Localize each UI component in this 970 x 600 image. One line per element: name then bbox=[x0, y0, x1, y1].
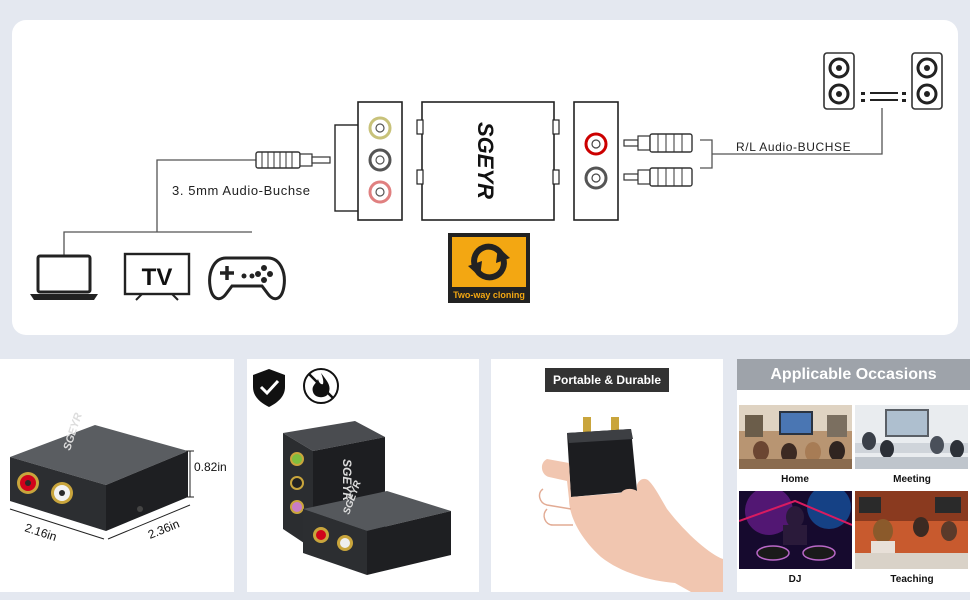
aux-plug bbox=[255, 151, 331, 169]
output-jack-plate bbox=[573, 101, 619, 221]
speaker-icon bbox=[823, 52, 943, 110]
occasions-panel: Applicable Occasions Home Meeting bbox=[737, 359, 970, 592]
shield-check-icon bbox=[253, 369, 285, 407]
tv-icon: TV bbox=[123, 252, 191, 301]
diagram-svg: 3. 5mm Audio-Buchse SGEYR bbox=[30, 52, 943, 303]
rca-plug-red bbox=[623, 133, 693, 153]
home-photo bbox=[739, 405, 852, 469]
occasion-label-meeting: Meeting bbox=[893, 474, 931, 485]
dj-photo bbox=[739, 491, 852, 569]
dimensions-panel: SGEYR 0.82in 2.16in 2.36in bbox=[0, 359, 234, 592]
two-way-cloning-badge: Two-way cloning bbox=[448, 233, 530, 303]
badge-label: Two-way cloning bbox=[453, 290, 525, 300]
width-dimension: 2.16in bbox=[23, 521, 58, 544]
output-label: R/L Audio-BUCHSE bbox=[736, 140, 851, 154]
portable-panel: Portable & Durable bbox=[491, 359, 723, 592]
sync-icon bbox=[468, 243, 510, 281]
rca-plug-white bbox=[623, 167, 693, 187]
protection-panel: SGEYR SGEYR bbox=[247, 359, 479, 592]
connection-diagram: 3. 5mm Audio-Buchse SGEYR bbox=[12, 20, 958, 335]
tv-text: TV bbox=[142, 264, 173, 291]
laptop-icon bbox=[30, 254, 98, 300]
wiring-lines bbox=[63, 108, 883, 256]
teaching-photo bbox=[855, 491, 968, 569]
converter-box: SGEYR bbox=[416, 101, 560, 221]
fire-icon bbox=[303, 368, 339, 404]
meeting-photo bbox=[855, 405, 968, 469]
protection-svg: SGEYR SGEYR bbox=[253, 368, 451, 575]
height-dimension: 0.82in bbox=[194, 460, 227, 474]
occasion-label-home: Home bbox=[781, 474, 809, 485]
box-logo-back: SGEYR bbox=[340, 459, 354, 501]
brand-logo: SGEYR bbox=[473, 122, 498, 199]
hand-product-svg bbox=[538, 417, 723, 592]
occasion-label-dj: DJ bbox=[788, 574, 802, 585]
input-jack-plate bbox=[334, 101, 403, 221]
depth-dimension: 2.36in bbox=[146, 517, 182, 542]
dimensions-svg: SGEYR 0.82in 2.16in 2.36in bbox=[9, 412, 227, 544]
portable-durable-label: Portable & Durable bbox=[545, 368, 669, 392]
occasion-label-teaching: Teaching bbox=[890, 574, 934, 585]
occasions-title: Applicable Occasions bbox=[737, 359, 970, 390]
gamepad-icon bbox=[208, 256, 286, 301]
input-label: 3. 5mm Audio-Buchse bbox=[172, 183, 311, 198]
